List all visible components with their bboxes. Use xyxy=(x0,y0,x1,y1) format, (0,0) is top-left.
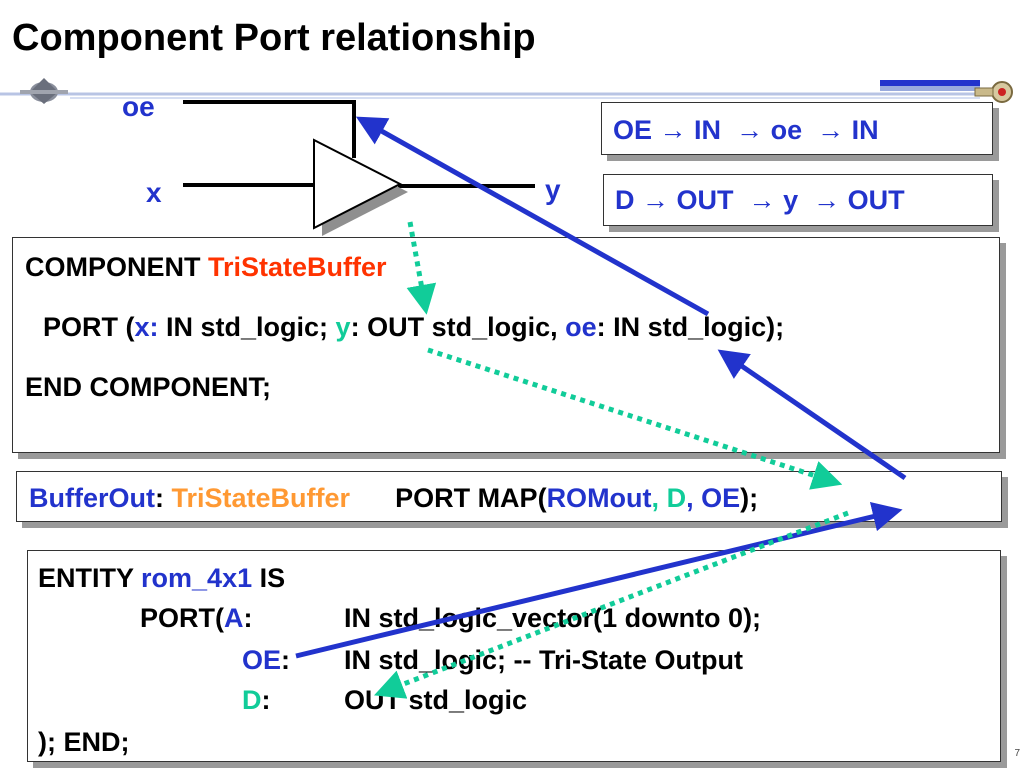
entity-port-d-line: D: xyxy=(242,685,271,715)
instance-colon: : xyxy=(154,483,164,513)
entity-keyword: ENTITY xyxy=(38,563,134,593)
arrow-instance-d-to-entity-d xyxy=(374,510,849,699)
port-open: PORT ( xyxy=(43,312,135,342)
entity-box: ENTITY rom_4x1 IS PORT(A: IN std_logic_v… xyxy=(27,550,1001,762)
signal-label-x: x xyxy=(146,177,162,208)
arg-romout: ROMout xyxy=(546,483,652,513)
component-port-line: PORT (x: IN std_logic; y: OUT std_logic,… xyxy=(43,312,784,342)
entity-port-oe-type: IN std_logic; -- Tri-State Output xyxy=(344,645,743,675)
port-y-type: : OUT std_logic, xyxy=(350,312,566,342)
component-name: TriStateBuffer xyxy=(208,252,387,282)
arrow-icon: → xyxy=(642,185,670,215)
arrow-icon: → xyxy=(748,185,776,215)
instance-box: BufferOut: TriStateBuffer PORT MAP(ROMou… xyxy=(16,471,1002,522)
port-oe-type: : IN std_logic); xyxy=(596,312,785,342)
entity-port-oe-colon: : xyxy=(281,645,291,675)
tristate-buffer-symbol xyxy=(183,100,535,236)
arrow-icon: → xyxy=(813,185,841,215)
entity-port-d: D xyxy=(242,685,262,715)
signal-label-y: y xyxy=(545,174,561,205)
entity-port-d-colon: : xyxy=(261,685,271,715)
arg-d: D xyxy=(666,483,687,513)
entity-port-d-type: OUT std_logic xyxy=(344,685,528,715)
arrow-component-y-to-instance-d xyxy=(427,347,843,490)
entity-port-oe-line: OE: xyxy=(242,645,290,675)
instance-line: BufferOut: TriStateBuffer PORT MAP(ROMou… xyxy=(29,483,758,513)
port-y: y xyxy=(335,312,351,342)
port-x-type: IN std_logic; xyxy=(158,312,336,342)
mapping-oe-c: oe xyxy=(770,115,803,145)
arrow-component-oe-to-signal-oe xyxy=(355,116,710,317)
entity-port-a: A xyxy=(224,603,244,633)
mapping-oe-text: OE → IN → oe → IN xyxy=(613,115,879,145)
instance-portmap: PORT MAP( xyxy=(395,483,547,513)
mapping-d-text: D → OUT → y → OUT xyxy=(615,185,905,215)
component-line-1: COMPONENT TriStateBuffer xyxy=(25,252,387,282)
entity-line-1: ENTITY rom_4x1 IS xyxy=(38,563,285,593)
port-oe: oe xyxy=(565,312,597,342)
arg-sep-2: , xyxy=(686,483,694,513)
mapping-d-a: D xyxy=(615,185,635,215)
arg-sep-1: , xyxy=(651,483,660,513)
arg-oe: OE xyxy=(701,483,741,513)
key-icon xyxy=(974,81,1013,103)
arrow-icon: → xyxy=(659,115,687,145)
entity-name: rom_4x1 xyxy=(141,563,253,593)
entity-port-kw-line: PORT(A: xyxy=(140,603,253,633)
mapping-d-c: y xyxy=(783,185,799,215)
component-end: END COMPONENT; xyxy=(25,372,272,402)
mapping-d-d: OUT xyxy=(847,185,905,215)
mapping-d-b: OUT xyxy=(676,185,734,215)
entity-is: IS xyxy=(259,563,286,593)
component-declaration-box: COMPONENT TriStateBuffer PORT (x: IN std… xyxy=(12,237,1000,453)
entity-port-oe: OE xyxy=(242,645,282,675)
port-x: x: xyxy=(134,312,159,342)
page-number: 7 xyxy=(1014,748,1020,759)
mapping-oe-d: IN xyxy=(851,115,879,145)
instance-component: TriStateBuffer xyxy=(171,483,351,513)
arrow-signal-y-to-component-y xyxy=(406,221,437,315)
mapping-box-oe: OE → IN → oe → IN xyxy=(601,102,993,155)
component-keyword: COMPONENT xyxy=(25,252,201,282)
title-rule xyxy=(0,80,980,99)
mapping-oe-a: OE xyxy=(613,115,653,145)
signal-label-oe: oe xyxy=(122,91,155,122)
arrow-icon: → xyxy=(736,115,764,145)
entity-port-kw: PORT( xyxy=(140,603,224,633)
arrow-icon: → xyxy=(817,115,845,145)
instance-label: BufferOut xyxy=(29,483,155,513)
arrow-instance-oe-to-component-oe xyxy=(717,349,907,481)
mapping-oe-b: IN xyxy=(694,115,722,145)
mapping-box-d: D → OUT → y → OUT xyxy=(603,174,993,226)
starship-icon xyxy=(20,78,68,104)
instance-close: ); xyxy=(740,483,759,513)
entity-end: ); END; xyxy=(38,727,130,757)
entity-port-a-colon: : xyxy=(243,603,253,633)
page-title: Component Port relationship xyxy=(12,17,536,59)
